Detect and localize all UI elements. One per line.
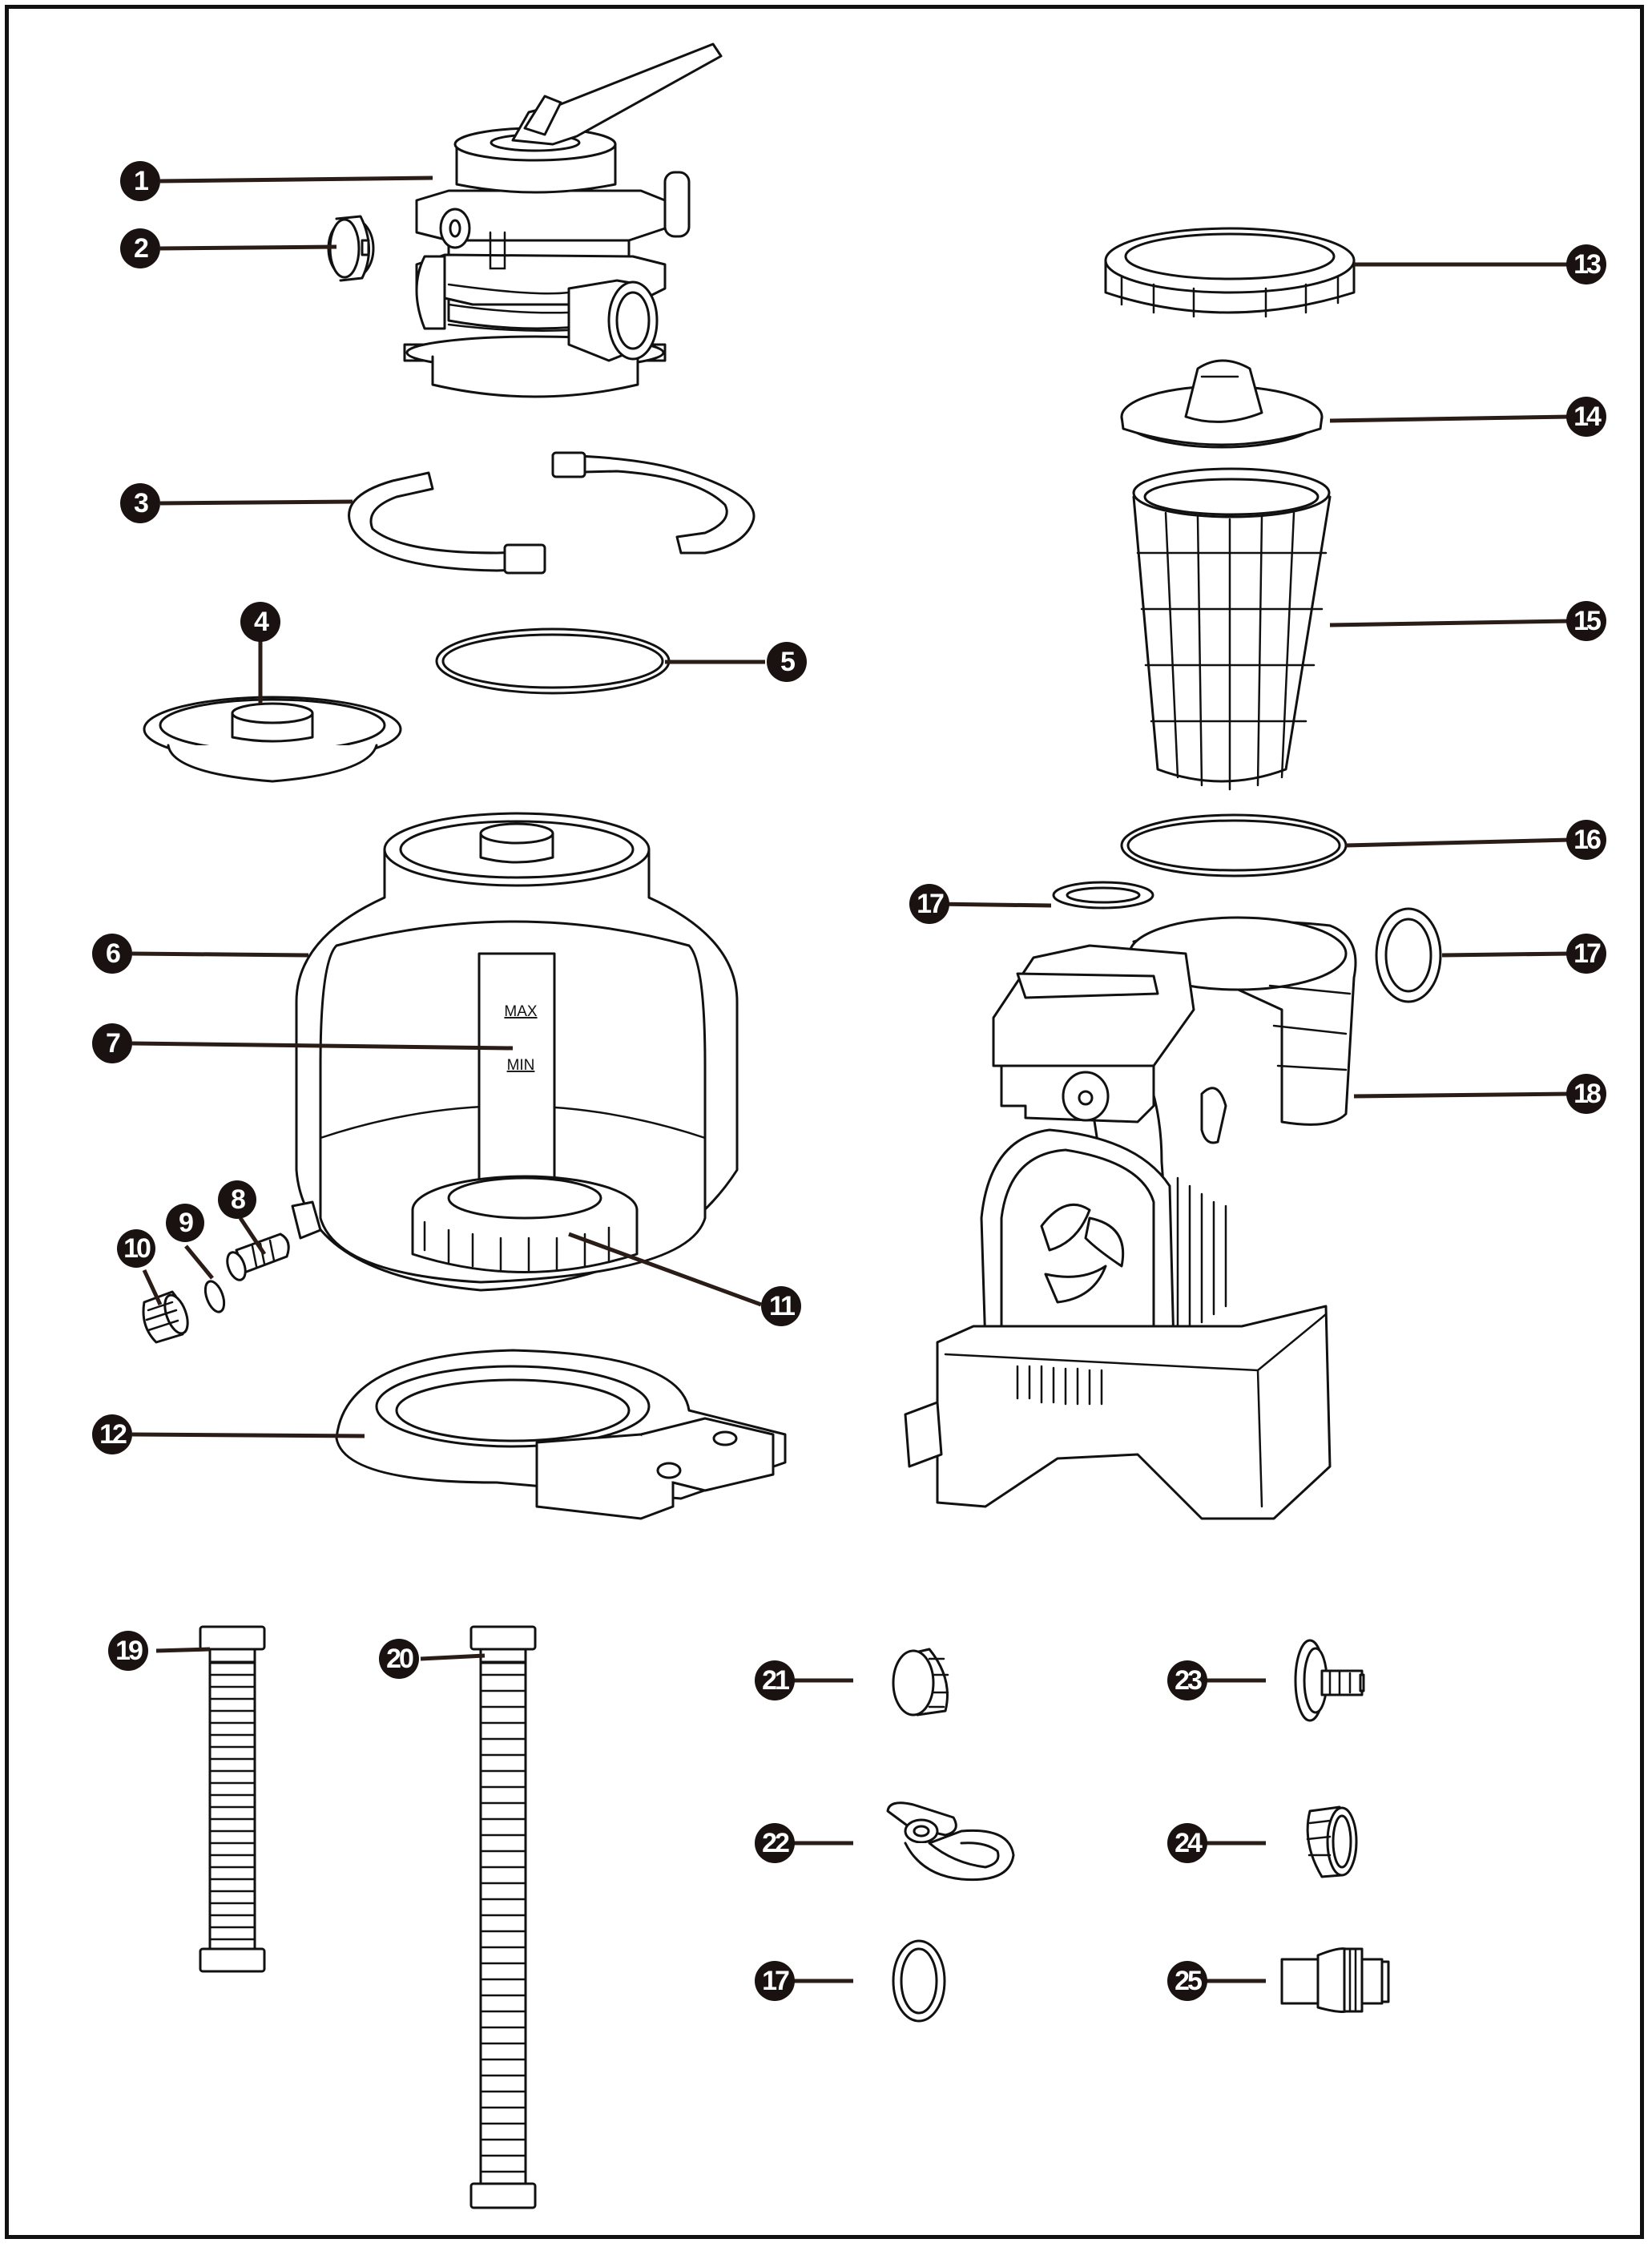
callout-2: 2: [120, 228, 160, 268]
svg-text:24: 24: [1175, 1828, 1203, 1858]
min-label: MIN: [507, 1057, 535, 1074]
callout-16: 16: [1566, 820, 1606, 860]
svg-text:7: 7: [106, 1028, 120, 1059]
drain-cap: [142, 1290, 189, 1344]
svg-text:19: 19: [115, 1636, 143, 1666]
hose-nut: [1306, 1805, 1358, 1878]
callout-25: 25: [1167, 1961, 1207, 2001]
svg-text:21: 21: [762, 1665, 789, 1696]
svg-text:6: 6: [106, 938, 120, 969]
svg-text:13: 13: [1573, 249, 1601, 280]
filter-tank: MAX MIN: [291, 812, 739, 1292]
hose-adapter: [1280, 1947, 1390, 2013]
svg-text:23: 23: [1175, 1665, 1202, 1696]
svg-text:12: 12: [99, 1419, 127, 1450]
svg-text:5: 5: [780, 647, 795, 677]
svg-text:9: 9: [179, 1208, 193, 1238]
long-hose: [469, 1625, 537, 2209]
callout-13: 13: [1566, 244, 1606, 284]
callout-4: 4: [240, 602, 280, 642]
strainer-basket: [1132, 467, 1332, 791]
svg-text:18: 18: [1573, 1079, 1601, 1109]
callout-17c: 17: [755, 1961, 795, 2001]
max-label: MAX: [504, 1003, 538, 1020]
callout-23: 23: [1167, 1660, 1207, 1700]
pump-motor: [904, 916, 1357, 1520]
callout-9: 9: [166, 1204, 204, 1242]
callout-6: 6: [92, 934, 132, 974]
callout-12: 12: [92, 1414, 132, 1454]
callout-22: 22: [755, 1823, 795, 1863]
callout-17a: 17: [909, 884, 949, 924]
callout-10: 10: [117, 1229, 155, 1268]
hose-o-ring-c: [892, 1939, 946, 2023]
callout-17b: 17: [1566, 934, 1606, 974]
hose-clamp: [886, 1801, 1015, 1882]
svg-text:25: 25: [1175, 1966, 1202, 1996]
hose-cap: [892, 1648, 949, 1717]
svg-text:20: 20: [386, 1644, 413, 1674]
tank-lid: [143, 696, 402, 783]
drain-o-ring: [203, 1280, 226, 1313]
gauge-cap: [327, 215, 375, 282]
tank-base: [335, 1349, 787, 1520]
callout-3: 3: [120, 483, 160, 523]
short-hose: [199, 1625, 266, 1973]
leader-lines: [131, 175, 1571, 1983]
svg-text:22: 22: [762, 1828, 789, 1858]
strainer-connector: [1294, 1639, 1365, 1722]
svg-text:10: 10: [123, 1233, 151, 1264]
callout-24: 24: [1167, 1823, 1207, 1863]
callout-7: 7: [92, 1023, 132, 1063]
callout-11: 11: [761, 1286, 801, 1326]
strainer-o-ring: [1120, 813, 1348, 877]
svg-text:3: 3: [134, 488, 148, 518]
svg-text:17: 17: [1573, 938, 1601, 969]
callout-8: 8: [218, 1180, 256, 1219]
svg-text:14: 14: [1573, 401, 1602, 432]
callout-20: 20: [379, 1639, 419, 1679]
svg-text:15: 15: [1573, 606, 1601, 636]
multiport-valve: [403, 42, 723, 398]
svg-text:17: 17: [762, 1966, 789, 1996]
tank-o-ring: [435, 627, 671, 695]
callout-18: 18: [1566, 1074, 1606, 1114]
svg-text:1: 1: [134, 166, 148, 196]
callout-14: 14: [1566, 397, 1606, 437]
svg-text:11: 11: [769, 1291, 795, 1321]
strainer-lock-ring: [1104, 227, 1356, 318]
clamp: [348, 451, 755, 575]
svg-text:16: 16: [1573, 825, 1601, 855]
callout-1: 1: [120, 161, 160, 201]
callout-21: 21: [755, 1660, 795, 1700]
hose-o-ring-b: [1375, 907, 1442, 1003]
callout-19: 19: [108, 1631, 148, 1671]
callout-5: 5: [767, 642, 807, 682]
svg-text:8: 8: [231, 1184, 245, 1215]
hose-o-ring-a: [1052, 881, 1154, 910]
diagram-border: [5, 5, 1644, 2239]
svg-text:17: 17: [917, 889, 944, 919]
callout-15: 15: [1566, 601, 1606, 641]
svg-text:2: 2: [134, 233, 148, 264]
strainer-lid: [1120, 359, 1324, 449]
